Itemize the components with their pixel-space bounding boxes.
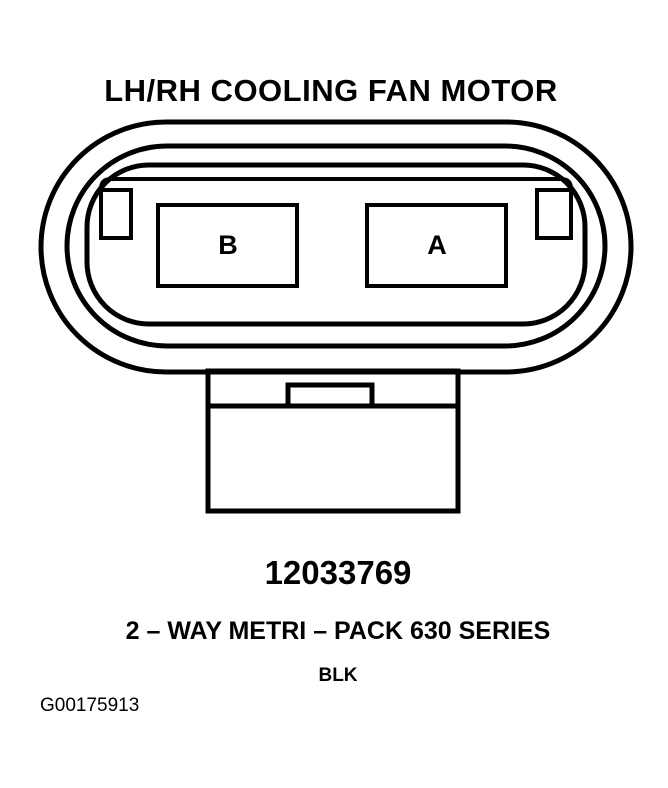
housing-outer-outline bbox=[38, 119, 634, 375]
figure-id: G00175913 bbox=[40, 695, 139, 716]
terminal-cavity-a bbox=[365, 203, 508, 288]
locking-tab-body bbox=[205, 368, 461, 514]
locking-tab-ramp bbox=[285, 382, 375, 409]
connector-color: BLK bbox=[318, 665, 357, 686]
pin-label-a: A bbox=[427, 230, 447, 260]
left-latch-notch bbox=[99, 188, 133, 240]
diagram-title: LH/RH COOLING FAN MOTOR bbox=[104, 73, 558, 108]
pin-label-b: B bbox=[218, 230, 238, 260]
right-latch-notch bbox=[535, 188, 573, 240]
locking-tab bbox=[205, 368, 461, 514]
connector-housing bbox=[38, 119, 634, 375]
terminal-cavity-b bbox=[156, 203, 299, 288]
housing-middle-outline bbox=[64, 143, 608, 349]
part-number: 12033769 bbox=[265, 554, 412, 591]
connector-face-outline bbox=[99, 177, 573, 230]
connector-series: 2 – WAY METRI – PACK 630 SERIES bbox=[126, 617, 551, 645]
housing-inner-outline bbox=[84, 162, 588, 327]
